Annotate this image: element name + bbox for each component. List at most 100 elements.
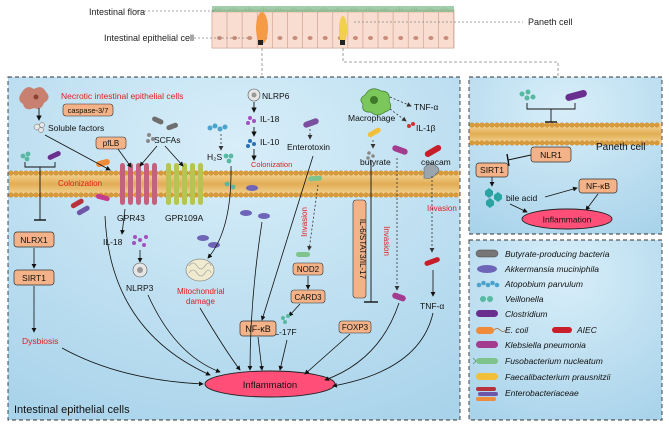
legend-label-5: E. coil <box>505 325 529 335</box>
paneth-inflammation-node <box>521 208 613 230</box>
il17f-dots <box>281 314 290 324</box>
il10-dots <box>246 139 256 148</box>
soluble-factor-icon <box>33 122 45 133</box>
macrophage-icon <box>360 88 392 116</box>
legend-label-9: Enterobacteriaceae <box>505 388 579 398</box>
il18-low-dots <box>132 235 148 247</box>
nod2-label: NOD2 <box>297 265 320 274</box>
legend-label-8: Faecalibacterium prausnitzii <box>505 372 611 382</box>
mitochondrial-damage-line1: Mitochondrial <box>177 287 225 296</box>
clostridium-left-icon <box>47 151 61 160</box>
invasion-right1-label: Invasion <box>382 226 391 256</box>
legend-icon-blue-chain <box>476 280 500 288</box>
paneth-nfkb-box <box>578 178 618 194</box>
legend-label-4: Clostridium <box>505 309 548 319</box>
soluble-factors-label: Soluble factors <box>48 123 104 133</box>
foxp3-box <box>338 320 372 334</box>
legend-label-3: Veillonella <box>505 294 544 304</box>
scfas-label: SCFAs <box>154 135 180 145</box>
akkermansia-icons <box>197 185 270 248</box>
nfkb-box <box>239 320 277 337</box>
mitochondria-icon <box>185 258 215 282</box>
atopobium-chain-icon <box>207 123 228 132</box>
il6-stat3-label: IL-6/STAT3/IL-17 <box>358 219 367 280</box>
legend-label-6: Klebsiella pneumonia <box>505 340 586 350</box>
fusobacterium-inner-icon <box>296 252 310 257</box>
caspase-box <box>62 103 114 117</box>
cell-membrane <box>8 170 459 198</box>
legend-label-7: Fusobacterium nucleatum <box>505 356 603 366</box>
tnfa-low-label: TNF-α <box>420 301 444 311</box>
epithelium-strip <box>211 6 455 49</box>
enterotoxin-bacterium-icon <box>303 118 319 128</box>
il1b-dots <box>407 122 415 128</box>
aiec-inner-icon <box>424 257 440 266</box>
intestinal-flora-label: Intestinal flora <box>89 7 145 17</box>
nlrp6-complex-icon <box>247 88 261 102</box>
klebsiella-icon <box>392 145 408 155</box>
aiec-top-icon <box>424 145 442 157</box>
il18-top-label: IL-18 <box>260 114 280 124</box>
legend-label-2: Atopobium parvulum <box>504 279 583 289</box>
ceacam-label: ceacam <box>421 157 451 167</box>
orange-cell-marker <box>256 12 268 45</box>
legend-icon-green-cocci <box>480 296 493 302</box>
nlr1-box <box>530 146 572 163</box>
faecalibacterium-icon <box>367 127 381 138</box>
legend-icon-yellow-rod <box>476 373 498 380</box>
legend-label-1: Akkermansia muciniphila <box>504 264 599 274</box>
paneth-panel-title: Paneth cell <box>596 142 645 153</box>
card3-box <box>290 289 326 304</box>
paneth-membrane <box>469 122 661 146</box>
paneth-cell-marker <box>339 16 347 45</box>
aiec-legend-label: AIEC <box>576 325 598 335</box>
invasion-mid-label: Invasion <box>300 207 309 237</box>
butyrate-dots <box>366 151 375 160</box>
colonization-left-label: Colonization <box>58 179 102 188</box>
veillonella-icon <box>223 153 234 164</box>
necrotic-cells-label: Necrotic intestinal epithelial cells <box>61 91 183 101</box>
ceacam-receptor-icon <box>423 163 440 179</box>
nlr1-label: NLR1 <box>540 150 562 160</box>
gpr109a-receptor <box>166 163 203 205</box>
klebsiella-inner-icon <box>392 292 406 302</box>
nlrx1-box <box>13 231 55 248</box>
gpr109a-label: GPR109A <box>165 213 204 223</box>
scfa-molecule-icon <box>146 133 155 143</box>
main-panel-footer: Intestinal epithelial cells <box>14 404 130 416</box>
card3-label: CARD3 <box>294 293 322 302</box>
nlrx1-label: NLRX1 <box>20 235 48 245</box>
il10-label: IL-10 <box>260 137 280 147</box>
enterotoxin-label: Enterotoxin <box>287 142 330 152</box>
legend-icon-blue-oval <box>477 265 497 273</box>
caspase-label: caspase-3/7 <box>68 106 109 115</box>
legend-icon-gray-rod <box>475 249 499 258</box>
fusobacterium-icon <box>308 175 323 182</box>
butyrate-label: butyrate <box>360 157 391 167</box>
colonization-mid-label: Colonization <box>251 160 292 169</box>
main-panel <box>7 76 461 421</box>
il18-top-dots <box>246 116 256 125</box>
sirt1-box <box>13 269 55 286</box>
tnfa-top-label: TNF-α <box>414 102 438 112</box>
sirt1-label: SIRT1 <box>22 273 46 283</box>
dysbiosis-label: Dysbiosis <box>22 336 58 346</box>
invasion-right2-label: Invasion <box>427 204 457 213</box>
ecoli-membrane-icon <box>96 158 110 168</box>
il18-low-label: IL-18 <box>103 237 123 247</box>
inflammation-label: Inflammation <box>243 380 297 391</box>
legend-icon-magenta-rod <box>476 341 498 348</box>
bile-acid-label: bile acid <box>506 193 537 203</box>
il17f-label: IL-17F <box>272 327 297 337</box>
gpr43-label: GPR43 <box>117 213 145 223</box>
necrotic-cells-icon <box>19 87 49 110</box>
aiec-legend-icon <box>552 327 572 333</box>
paneth-veillonella-icon <box>519 89 536 101</box>
legend-icon-multi-rod <box>476 387 498 401</box>
paneth-cell-label: Paneth cell <box>528 17 573 27</box>
nlrp6-label: NLRP6 <box>262 91 290 101</box>
intestinal-epithelial-cell-label: Intestinal epithelial cell <box>104 33 194 43</box>
legend-icons <box>472 249 507 401</box>
